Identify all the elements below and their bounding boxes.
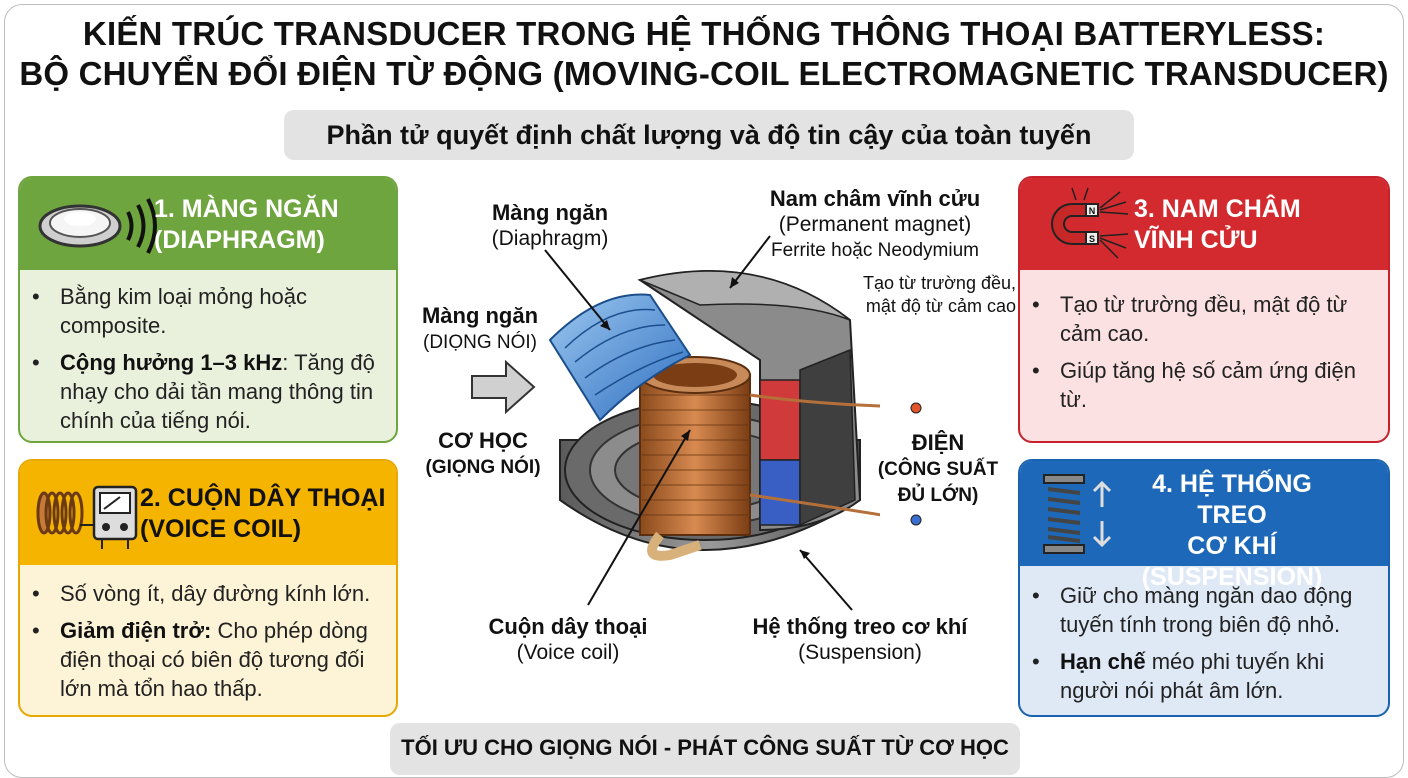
card-title: 1. MÀNG NGĂN (DIAPHRAGM) bbox=[154, 195, 339, 254]
card-header: 1. MÀNG NGĂN (DIAPHRAGM) bbox=[20, 178, 396, 270]
bullet-list: Số vòng ít, dây đường kính lớn. Giảm điệ… bbox=[20, 579, 390, 711]
horseshoe-magnet-icon: N S bbox=[1051, 187, 1129, 259]
mechanical-label: CƠ HỌC(GIỌNG NÓI) bbox=[425, 428, 541, 478]
input-arrow-icon bbox=[471, 360, 536, 414]
list-item: Giảm điện trở: Cho phép dòng điện thoại … bbox=[32, 616, 390, 703]
voice-coil-label: Cuộn dây thoại(Voice coil) bbox=[488, 614, 648, 664]
spring-icon bbox=[1043, 474, 1112, 554]
list-item: Hạn chế méo phi tuyến khi người nói phát… bbox=[1032, 647, 1380, 705]
title-line-2: BỘ CHUYỂN ĐỔI ĐIỆN TỪ ĐỘNG (MOVING-COIL … bbox=[19, 55, 1389, 92]
list-item: Cộng hưởng 1–3 kHz: Tăng độ nhạy cho dải… bbox=[32, 348, 380, 435]
list-item: Tạo từ trường đều, mật độ từ cảm cao. bbox=[1032, 290, 1370, 348]
card-suspension: 4. HỆ THỐNG TREO CƠ KHÍ (SUSPENSION) Giữ… bbox=[1018, 459, 1390, 717]
wire-terminals bbox=[910, 402, 922, 526]
card-voice-coil: 2. CUỘN DÂY THOẠI (VOICE COIL) Số vòng í… bbox=[18, 459, 398, 717]
list-item: Giữ cho màng ngăn dao động tuyến tính tr… bbox=[1032, 581, 1380, 639]
bullet-list: Bằng kim loại mỏng hoặc composite. Cộng … bbox=[20, 282, 380, 441]
title-line-1: KIẾN TRÚC TRANSDUCER TRONG HỆ THỐNG THÔN… bbox=[82, 15, 1326, 52]
card-permanent-magnet: N S 3. NAM CHÂM VĨNH CỬU Tạo từ trường đ… bbox=[1018, 176, 1390, 443]
list-item: Số vòng ít, dây đường kính lớn. bbox=[32, 579, 390, 608]
wire-top bbox=[749, 393, 880, 408]
page-title: KIẾN TRÚC TRANSDUCER TRONG HỆ THỐNG THÔN… bbox=[0, 14, 1408, 94]
card-header: 2. CUỘN DÂY THOẠI (VOICE COIL) bbox=[20, 461, 396, 565]
wire-bottom bbox=[749, 493, 880, 517]
speaker-icon bbox=[38, 198, 157, 254]
card-title: 2. CUỘN DÂY THOẠI (VOICE COIL) bbox=[140, 484, 386, 543]
svg-text:N: N bbox=[1089, 206, 1096, 216]
subtitle-banner: Phần tử quyết định chất lượng và độ tin … bbox=[284, 110, 1134, 160]
transducer-cutaway-diagram bbox=[548, 270, 880, 561]
card-header: 4. HỆ THỐNG TREO CƠ KHÍ (SUSPENSION) bbox=[1020, 461, 1388, 591]
card-diaphragm: 1. MÀNG NGĂN (DIAPHRAGM) Bằng kim loại m… bbox=[18, 176, 398, 443]
magnet-note: Tạo từ trường đều,mật độ từ cảm cao bbox=[863, 273, 1016, 316]
list-item: Giúp tăng hệ số cảm ứng điện từ. bbox=[1032, 356, 1370, 414]
diaphragm-label: Màng ngăn(Diaphragm) bbox=[491, 200, 609, 250]
bullet-list: Tạo từ trường đều, mật độ từ cảm cao. Gi… bbox=[1020, 290, 1370, 422]
svg-text:S: S bbox=[1089, 234, 1095, 244]
list-item: Bằng kim loại mỏng hoặc composite. bbox=[32, 282, 380, 340]
card-header: N S 3. NAM CHÂM VĨNH CỬU bbox=[1020, 178, 1388, 270]
diaphragm-voice-label: Màng ngăn(DIỌNG NÓI) bbox=[421, 303, 539, 353]
suspension-label: Hệ thống treo cơ khí(Suspension) bbox=[752, 614, 968, 664]
footer-banner: TỐI ƯU CHO GIỌNG NÓI - PHÁT CÔNG SUẤT TỪ… bbox=[390, 723, 1020, 775]
card-title: 3. NAM CHÂM VĨNH CỬU bbox=[1134, 195, 1301, 254]
coil-meter-icon bbox=[36, 485, 138, 549]
magnet-label: Nam châm vĩnh cửu(Permanent magnet) Ferr… bbox=[769, 186, 981, 261]
bullet-list: Giữ cho màng ngăn dao động tuyến tính tr… bbox=[1020, 581, 1380, 713]
